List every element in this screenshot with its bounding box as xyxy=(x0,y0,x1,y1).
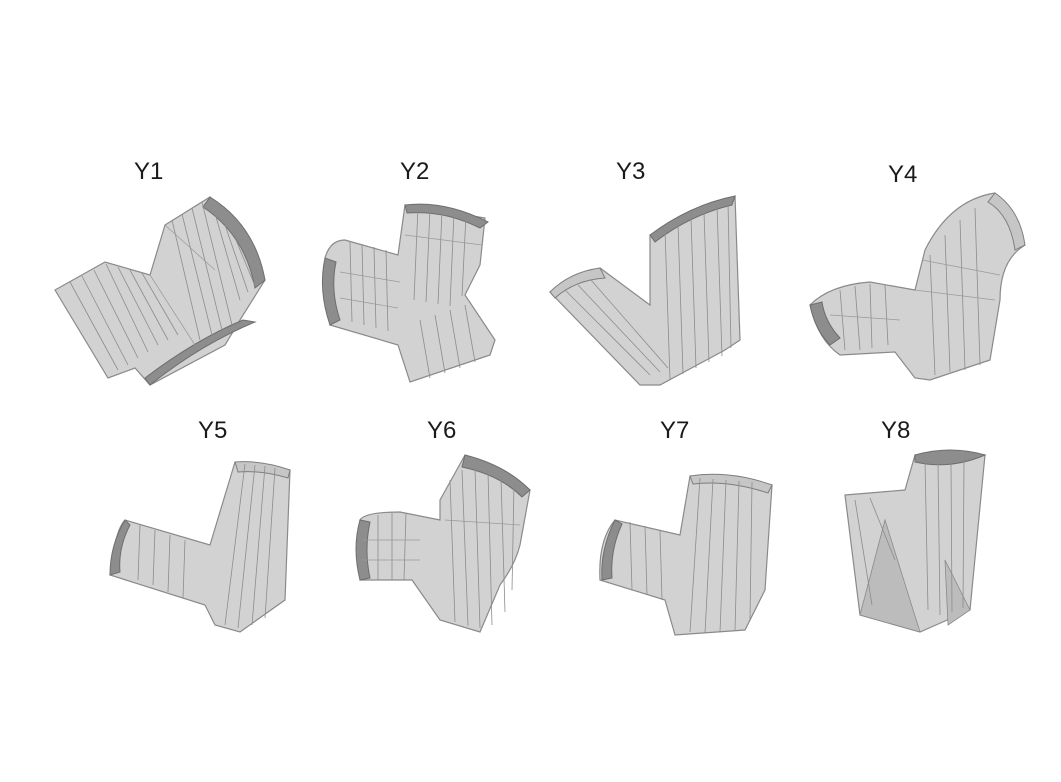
fitting-y1 xyxy=(54,196,266,386)
fitting-y2 xyxy=(321,203,496,383)
fitting-y7 xyxy=(599,473,773,636)
label-y7: Y7 xyxy=(660,417,690,444)
fitting-y4 xyxy=(809,192,1026,381)
fitting-y8 xyxy=(844,449,987,633)
fitting-y3 xyxy=(548,195,741,386)
fitting-y5 xyxy=(109,461,291,633)
fitting-y6 xyxy=(355,454,531,633)
label-y1: Y1 xyxy=(134,158,164,185)
label-y4: Y4 xyxy=(888,161,918,188)
label-y2: Y2 xyxy=(400,158,430,185)
label-y8: Y8 xyxy=(881,417,911,444)
label-y5: Y5 xyxy=(198,417,228,444)
label-y3: Y3 xyxy=(616,158,646,185)
label-y6: Y6 xyxy=(427,417,457,444)
